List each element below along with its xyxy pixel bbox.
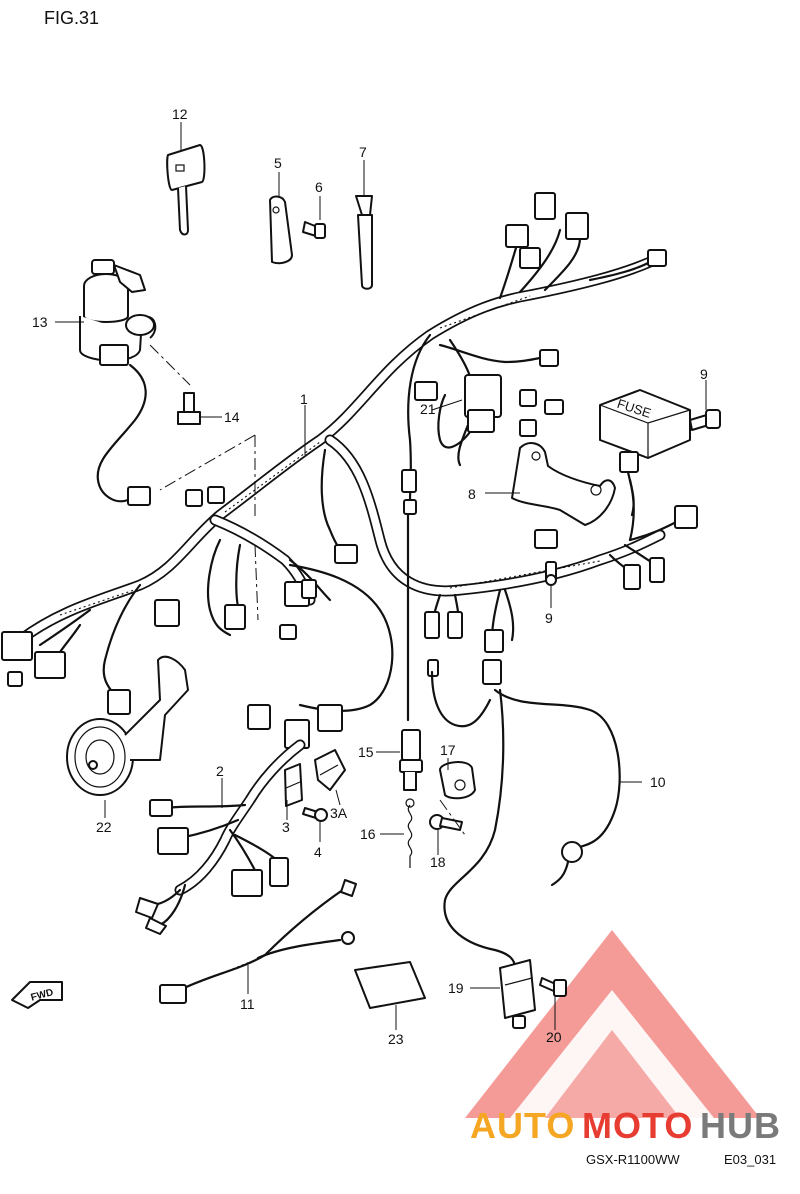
callout-2: 2 <box>216 763 224 779</box>
callout-23: 23 <box>388 1031 404 1047</box>
callout-9-bottom: 9 <box>545 610 553 626</box>
callout-14: 14 <box>224 409 240 425</box>
sub-harness-11 <box>159 879 357 1004</box>
sub-harness-2 <box>135 739 306 935</box>
callout-21: 21 <box>420 401 436 417</box>
callout-10: 10 <box>650 774 666 790</box>
callout-3a: 3A <box>330 805 348 821</box>
cable-tie-7 <box>355 195 373 290</box>
diagram-code: E03_031 <box>724 1152 776 1167</box>
callout-1: 1 <box>300 391 308 407</box>
leader-lines <box>55 122 707 1030</box>
ignition-switch <box>79 259 157 506</box>
label-plate-23 <box>354 961 426 1009</box>
callout-15: 15 <box>358 744 374 760</box>
callout-8: 8 <box>468 486 476 502</box>
ignition-key <box>166 144 206 236</box>
callout-12: 12 <box>172 106 188 122</box>
callout-11: 11 <box>240 996 255 1012</box>
callout-20: 20 <box>546 1029 562 1045</box>
callout-22: 22 <box>96 819 112 835</box>
callout-16: 16 <box>360 826 376 842</box>
clip-3a <box>314 749 346 791</box>
model-code: GSX-R1100WW <box>586 1152 680 1167</box>
callout-7: 7 <box>359 144 367 160</box>
lead-wire-10 <box>430 670 621 887</box>
clip-3 <box>284 763 303 807</box>
callout-5: 5 <box>274 155 282 171</box>
rear-brake-light-switch <box>399 513 423 791</box>
spring-16 <box>405 798 415 868</box>
bolt-9-bottom <box>545 561 557 586</box>
callout-18: 18 <box>430 854 446 870</box>
bolt-6 <box>302 221 326 239</box>
relay <box>437 374 502 449</box>
bolt-14 <box>177 392 201 425</box>
logo-auto: AUTO <box>470 1105 575 1146</box>
fuse-box: FUSE <box>599 389 691 517</box>
side-stand-switch <box>443 688 536 1029</box>
fuse-box-bracket <box>511 442 616 526</box>
figure-label: FIG.31 <box>44 8 99 28</box>
callout-4: 4 <box>314 844 322 860</box>
screw-4 <box>302 807 328 822</box>
horn <box>66 655 189 796</box>
bolt-20 <box>539 977 567 997</box>
callout-9-top: 9 <box>700 366 708 382</box>
bracket-17 <box>439 761 476 800</box>
callout-17: 17 <box>440 742 456 758</box>
bolt-18 <box>429 814 463 831</box>
callout-labels: 1 2 3 3A 4 5 6 7 8 9 9 10 11 12 13 14 15… <box>32 106 708 1047</box>
callout-13: 13 <box>32 314 48 330</box>
fwd-arrow-icon: FWD <box>11 981 63 1009</box>
automotohub-logo: AUTO MOTO HUB <box>465 930 781 1146</box>
logo-hub: HUB <box>700 1105 781 1146</box>
callout-19: 19 <box>448 980 464 996</box>
clamp-5 <box>269 195 293 265</box>
callout-3: 3 <box>282 819 290 835</box>
bolt-9-top <box>689 409 721 431</box>
callout-6: 6 <box>315 179 323 195</box>
logo-moto: MOTO <box>582 1105 693 1146</box>
